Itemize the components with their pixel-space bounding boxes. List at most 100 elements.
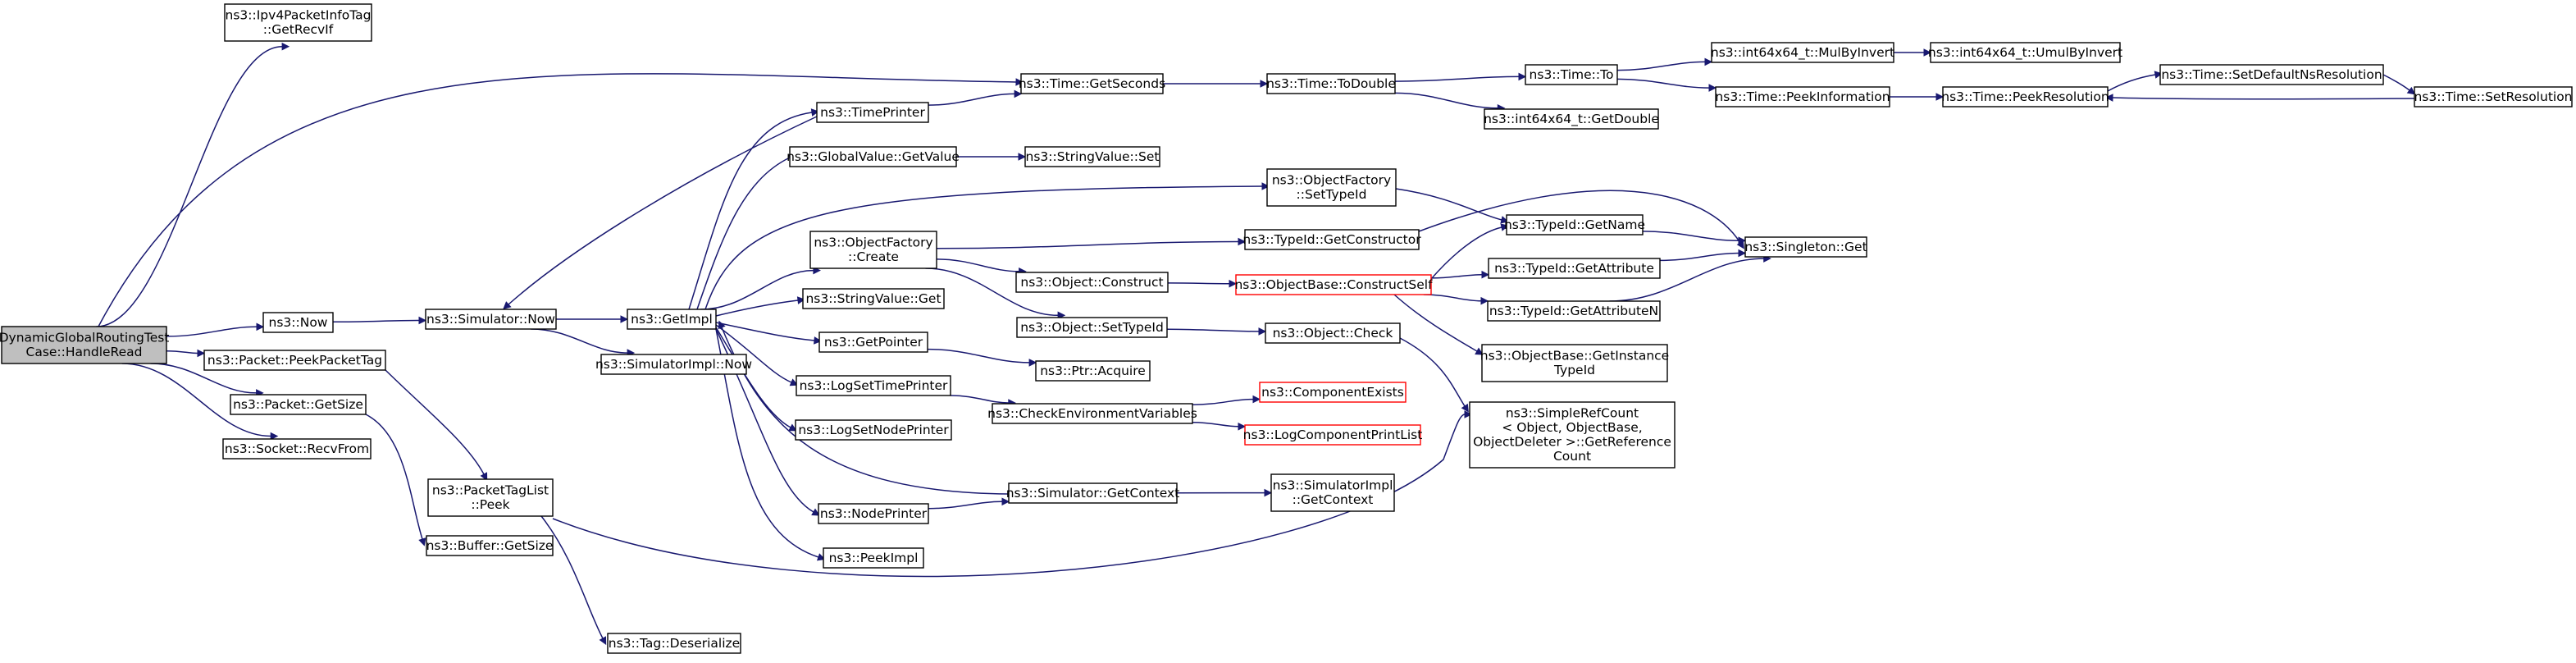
node-label: ns3::Object::Construct [1020, 275, 1163, 290]
node-label: < Object, ObjectBase, [1502, 420, 1642, 435]
node-box [816, 102, 929, 123]
node-label: ns3::LogSetTimePrinter [800, 378, 948, 393]
node-logcompprint[interactable]: ns3::LogComponentPrintList [1243, 424, 1423, 446]
node-box [600, 354, 747, 375]
node-checkenv[interactable]: ns3::CheckEnvironmentVariables [987, 403, 1197, 424]
node-box [1525, 64, 1618, 85]
node-box [795, 419, 952, 441]
node-simgetctx[interactable]: ns3::Simulator::GetContext [1006, 482, 1180, 504]
node-timeto[interactable]: ns3::Time::To [1525, 64, 1618, 85]
node-recvfrom[interactable]: ns3::Socket::RecvFrom [222, 438, 372, 460]
call-edge-simnow-to-simimplnow [531, 328, 636, 357]
node-peekimpl[interactable]: ns3::PeekImpl [823, 547, 924, 569]
node-peekinfo[interactable]: ns3::Time::PeekInformation [1715, 86, 1890, 107]
node-compexists[interactable]: ns3::ComponentExists [1259, 382, 1407, 403]
node-ptracquire[interactable]: ns3::Ptr::Acquire [1035, 360, 1151, 382]
node-box [1, 326, 167, 364]
node-label: ns3::Simulator::Now [426, 312, 555, 327]
node-box [823, 547, 924, 569]
node-box [802, 288, 945, 309]
node-ptlpeek[interactable]: ns3::PacketTagList::Peek [427, 478, 554, 517]
node-box [1487, 300, 1661, 322]
node-simnow[interactable]: ns3::Simulator::Now [425, 309, 557, 330]
node-simimplnow[interactable]: ns3::SimulatorImpl::Now [595, 354, 752, 375]
node-svget[interactable]: ns3::StringValue::Get [802, 288, 945, 309]
node-label: ns3::Ipv4PacketInfoTag [226, 8, 372, 23]
node-tidgetname[interactable]: ns3::TypeId::GetName [1504, 214, 1645, 235]
node-svset[interactable]: ns3::StringValue::Set [1024, 146, 1160, 167]
node-box [224, 3, 372, 42]
node-umulbyinvert[interactable]: ns3::int64x64_t::UmulByInvert [1928, 42, 2122, 63]
node-logsettime[interactable]: ns3::LogSetTimePrinter [796, 375, 951, 396]
node-tidgetattrn[interactable]: ns3::TypeId::GetAttributeN [1487, 300, 1661, 322]
node-objsettypeid[interactable]: ns3::Object::SetTypeId [1016, 317, 1168, 338]
call-edge-getimpl-to-svget [715, 296, 805, 317]
node-label: ns3::Time::SetDefaultNsResolution [2161, 67, 2382, 82]
call-edge-gvgetvalue-to-svset [956, 153, 1027, 161]
node-mulbyinvert[interactable]: ns3::int64x64_t::MulByInvert [1711, 42, 1894, 63]
node-box [1506, 214, 1644, 235]
node-box [1484, 108, 1659, 130]
call-edge-checkenv-to-compexists [1192, 395, 1261, 405]
node-simimplgetctx[interactable]: ns3::SimulatorImpl::GetContext [1270, 473, 1395, 512]
node-singleton[interactable]: ns3::Singleton::Get [1744, 236, 1867, 258]
node-ofcreate[interactable]: ns3::ObjectFactory::Create [809, 231, 937, 269]
node-getseconds[interactable]: ns3::Time::GetSeconds [1019, 73, 1165, 94]
call-edge-ofcreate-to-objsettypeid [925, 267, 1066, 320]
node-box [1035, 360, 1151, 382]
node-box [809, 231, 937, 269]
node-nodeprinter[interactable]: ns3::NodePrinter [818, 503, 929, 524]
node-label: ns3::ObjectFactory [1272, 173, 1391, 188]
node-objcheck[interactable]: ns3::Object::Check [1265, 322, 1401, 344]
node-setres[interactable]: ns3::Time::SetResolution [2414, 86, 2573, 107]
node-ofsettypeid[interactable]: ns3::ObjectFactory::SetTypeId [1266, 168, 1397, 207]
node-bufgetsize[interactable]: ns3::Buffer::GetSize [426, 535, 554, 556]
node-timeprinter[interactable]: ns3::TimePrinter [816, 102, 929, 123]
node-getimpl[interactable]: ns3::GetImpl [627, 309, 717, 330]
node-obconstructself[interactable]: ns3::ObjectBase::ConstructSelf [1234, 274, 1433, 295]
node-box [203, 350, 386, 371]
node-gvgetvalue[interactable]: ns3::GlobalValue::GetValue [786, 146, 960, 167]
node-tidgetattr[interactable]: ns3::TypeId::GetAttribute [1488, 258, 1661, 279]
node-logsetnode[interactable]: ns3::LogSetNodePrinter [795, 419, 952, 441]
call-edge-root-to-recvfrom [121, 363, 279, 441]
call-edge-obconstructself-to-tidgetattr [1430, 270, 1490, 279]
node-getpointer[interactable]: ns3::GetPointer [818, 332, 928, 353]
edges-layer [96, 42, 2416, 646]
node-label: ns3::Object::SetTypeId [1020, 320, 1164, 335]
node-label: ns3::Tag::Deserialize [609, 636, 740, 651]
call-edge-ptlpeek-to-simplerefcount [552, 410, 1473, 578]
node-label: ns3::int64x64_t::MulByInvert [1711, 45, 1894, 61]
call-edge-nodeprinter-to-simgetctx [928, 497, 1010, 510]
node-box [796, 375, 951, 396]
node-ipv4[interactable]: ns3::Ipv4PacketInfoTag::GetRecvIf [224, 3, 372, 42]
node-label: ns3::TypeId::GetName [1504, 217, 1645, 232]
node-label: ns3::StringValue::Set [1026, 149, 1160, 164]
node-label: ns3::Packet::GetSize [233, 397, 363, 412]
node-peekres[interactable]: ns3::Time::PeekResolution [1941, 86, 2109, 107]
node-box [1711, 42, 1894, 63]
node-i64getdouble[interactable]: ns3::int64x64_t::GetDouble [1484, 108, 1659, 130]
node-label: ns3::TypeId::GetConstructor [1242, 232, 1421, 247]
node-tagdeser[interactable]: ns3::Tag::Deserialize [607, 633, 741, 654]
node-todouble[interactable]: ns3::Time::ToDouble [1266, 73, 1396, 94]
node-box [426, 535, 554, 556]
node-now[interactable]: ns3::Now [262, 312, 334, 333]
node-label: ns3::ObjectFactory [814, 235, 932, 250]
node-box [1016, 317, 1168, 338]
node-label: ns3::LogSetNodePrinter [798, 423, 949, 437]
node-label: ::Create [848, 249, 899, 264]
call-edge-getimpl-to-getpointer [715, 322, 823, 345]
node-tidgetctor[interactable]: ns3::TypeId::GetConstructor [1242, 229, 1421, 250]
node-pgetsize[interactable]: ns3::Packet::GetSize [230, 394, 367, 415]
call-edge-timeto-to-mulbyinvert [1616, 57, 1713, 71]
node-peekpt[interactable]: ns3::Packet::PeekPacketTag [203, 350, 386, 371]
node-simplerefcount[interactable]: ns3::SimpleRefCount< Object, ObjectBase,… [1469, 401, 1676, 469]
node-setdefaultns[interactable]: ns3::Time::SetDefaultNsResolution [2159, 64, 2384, 85]
node-box [1469, 401, 1676, 469]
node-objconstruct[interactable]: ns3::Object::Construct [1015, 272, 1169, 293]
